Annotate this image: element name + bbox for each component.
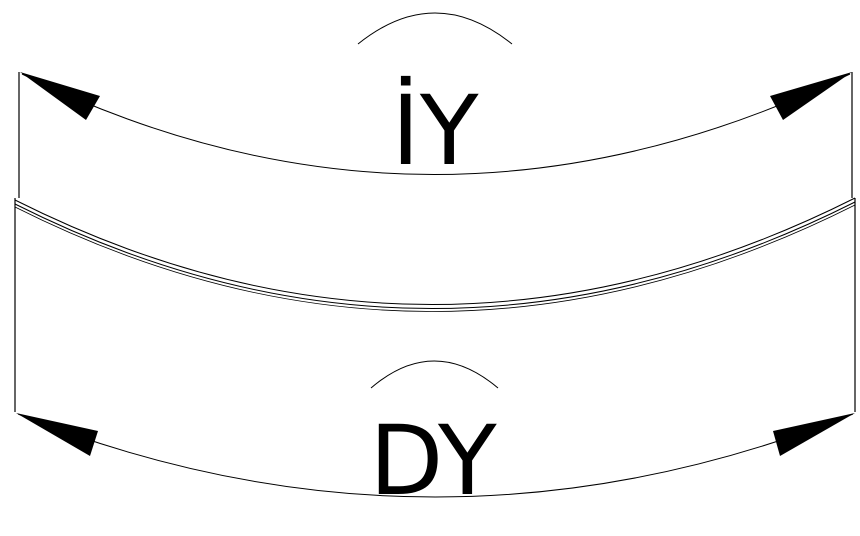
upper-rotation-arc [357, 12, 513, 45]
beam-top-line-1 [14, 197, 856, 305]
lower-label: DY [369, 405, 497, 517]
beam-top-line-2 [14, 201, 856, 309]
lower-left-arrowhead [16, 413, 98, 456]
upper-right-arrowhead [770, 72, 852, 120]
lower-right-arrowhead [773, 413, 855, 456]
lower-arrow-arc [17, 413, 854, 498]
lower-rotation-arc [370, 360, 499, 389]
upper-arrow-arc [21, 73, 851, 175]
upper-band: İY [18, 12, 853, 198]
lower-band: DY [16, 360, 855, 517]
upper-label: İY [392, 75, 479, 187]
upper-left-arrowhead [20, 72, 100, 120]
beam-top-line-3 [14, 204, 856, 312]
beam [14, 197, 856, 412]
